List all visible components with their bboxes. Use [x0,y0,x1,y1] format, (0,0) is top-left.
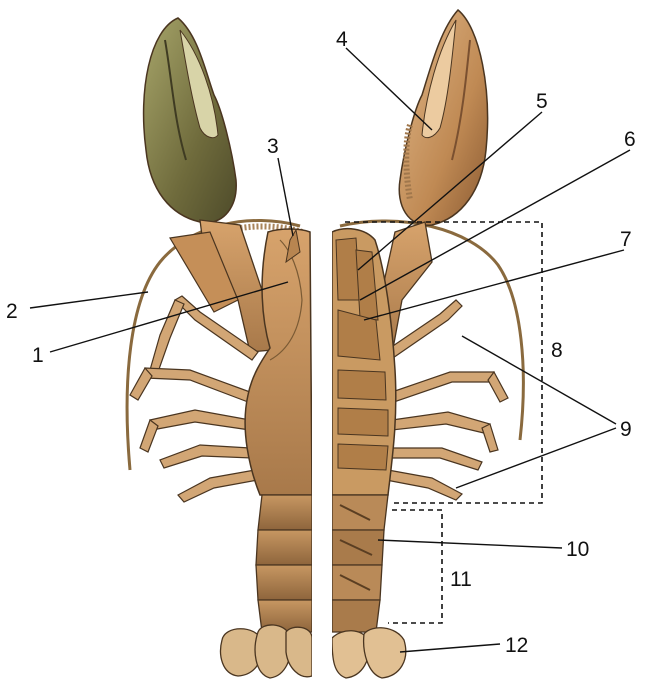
label-5: 5 [536,90,548,113]
leader-4 [346,48,432,130]
label-8: 8 [551,339,563,362]
abdomen-left [256,495,312,632]
label-6: 6 [624,128,636,151]
walking-legs-left [130,296,258,502]
label-11: 11 [450,568,472,591]
bracket-11 [388,510,442,623]
label-4: 4 [336,28,348,51]
dorsal-half [127,18,312,678]
leader-2 [30,292,148,308]
leader-9b [456,428,616,488]
tail-fan-right [332,628,406,678]
label-3: 3 [267,135,279,158]
ventral-half [332,10,523,678]
label-9: 9 [620,418,632,441]
claw-right [399,10,487,225]
leader-3 [278,158,293,236]
tail-fan-left [221,625,312,678]
label-1: 1 [32,344,44,367]
label-7: 7 [620,228,632,251]
walking-legs-right [384,300,508,500]
label-12: 12 [505,634,528,657]
claw-left [144,18,237,222]
label-2: 2 [6,300,18,323]
leader-10 [378,540,562,548]
center-divider [312,225,332,685]
label-10: 10 [566,538,589,561]
abdomen-right [332,495,388,632]
leader-12 [400,644,500,652]
